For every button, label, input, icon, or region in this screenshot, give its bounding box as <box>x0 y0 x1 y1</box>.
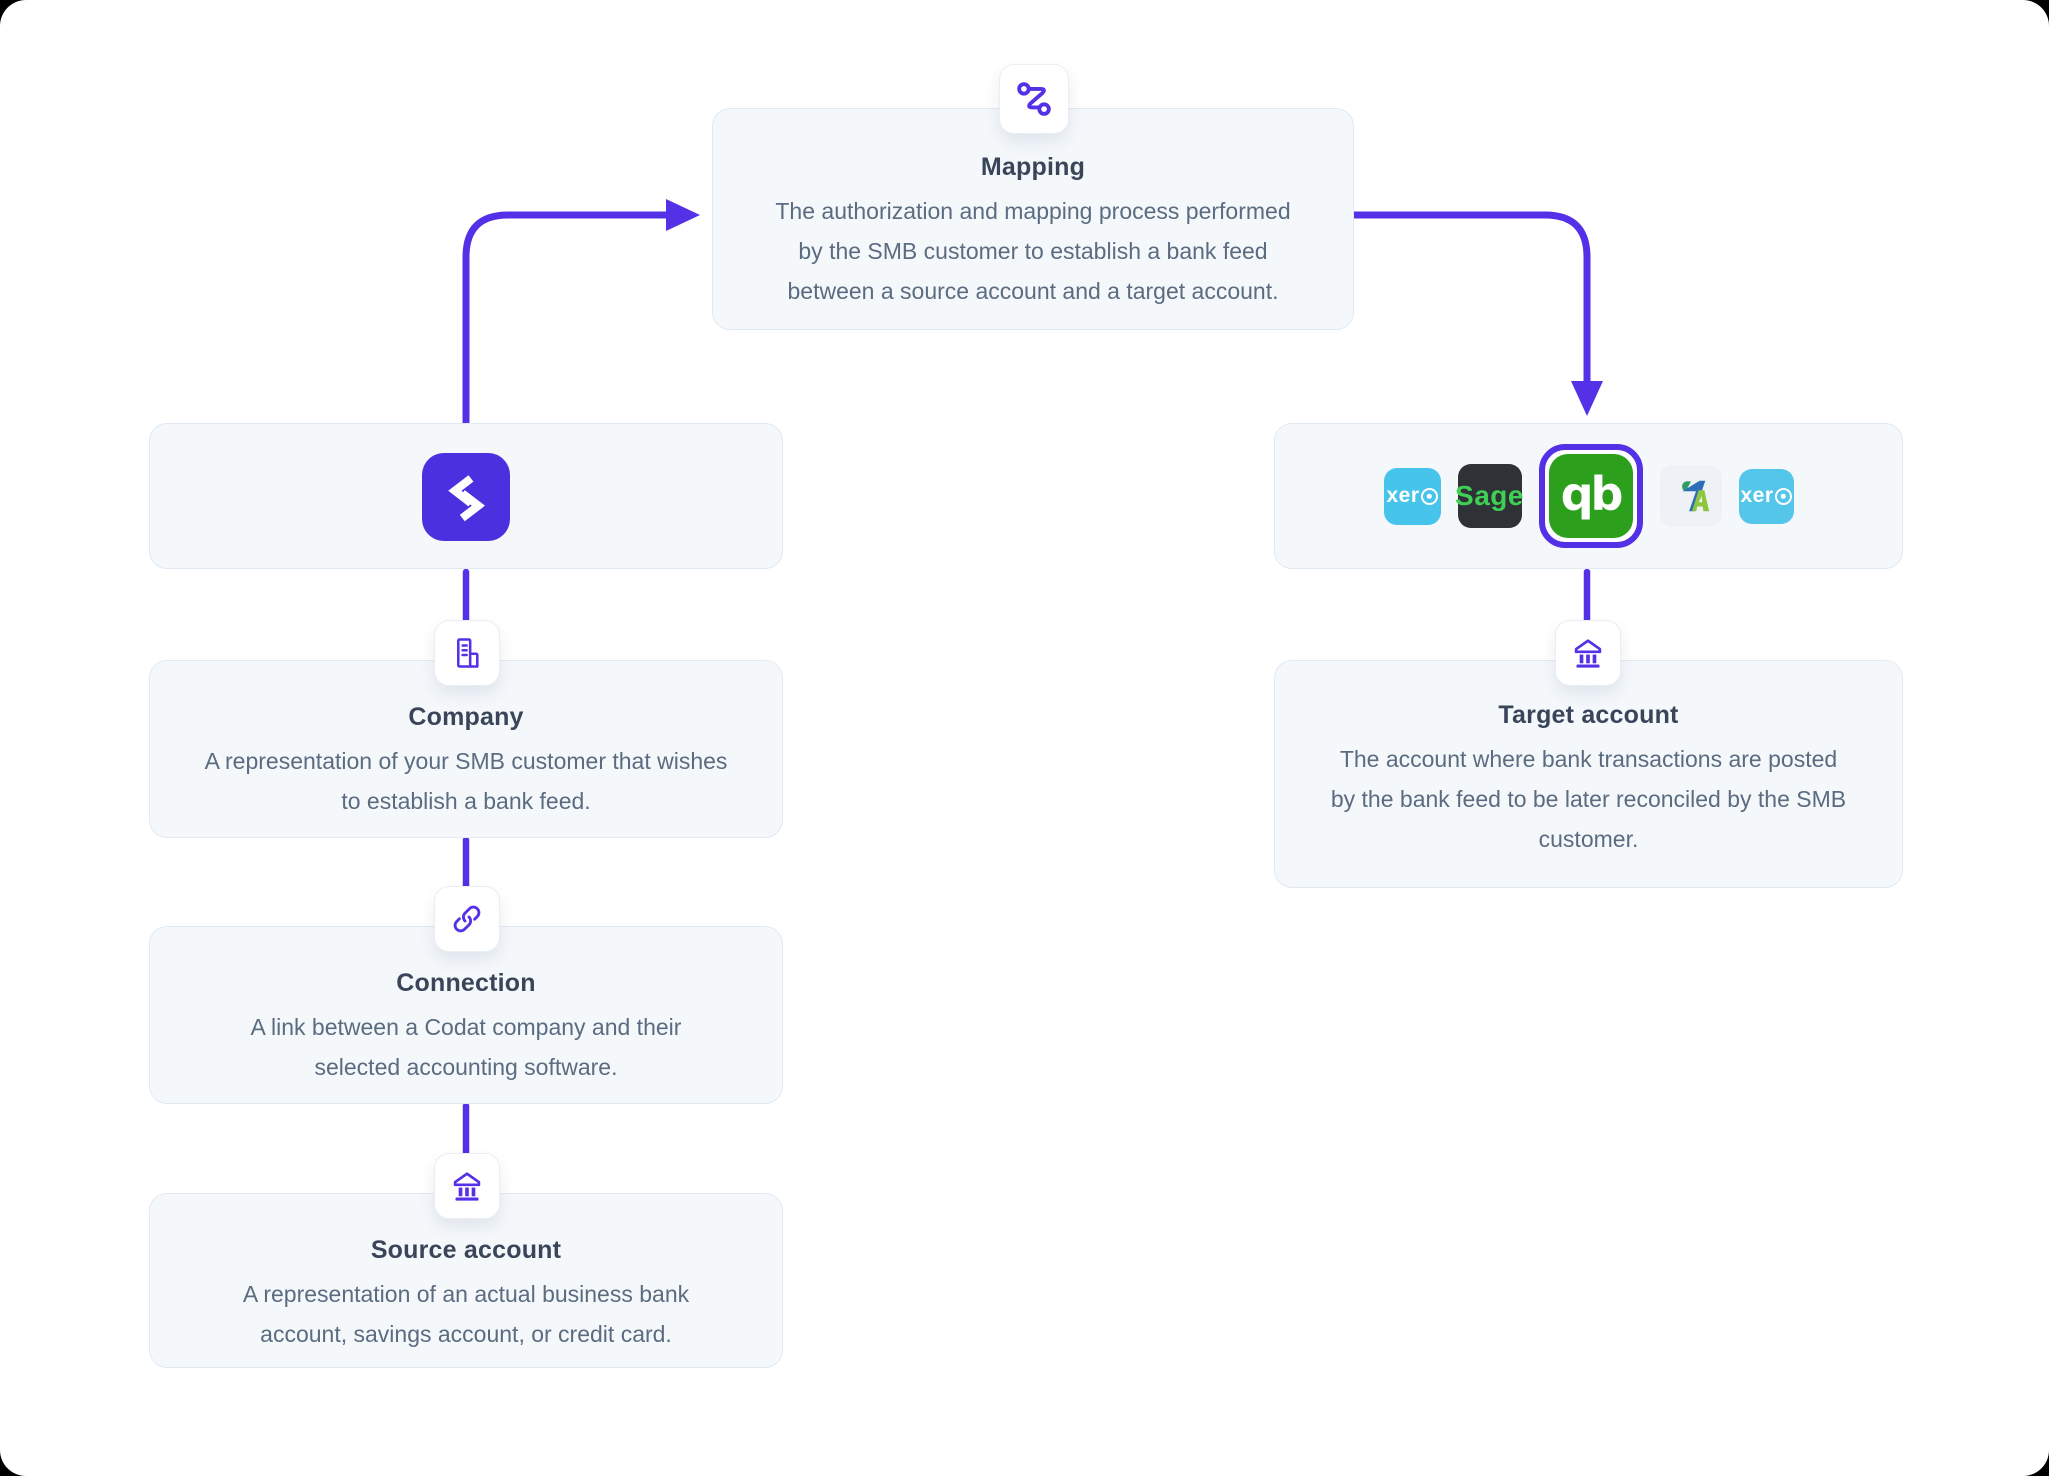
xero-wordmark: xer <box>1386 484 1438 508</box>
arrow-company-to-mapping <box>462 211 670 427</box>
mapping-node: Mapping The authorization and mapping pr… <box>712 108 1354 330</box>
xero-o-mark <box>1774 487 1792 505</box>
codat-logo <box>422 453 510 541</box>
link-icon <box>453 905 481 933</box>
target-account-badge <box>1555 620 1621 686</box>
arrow-heads <box>666 199 1603 416</box>
source-account-description: A representation of an actual business b… <box>242 1281 690 1347</box>
route-icon <box>1017 82 1051 116</box>
sage-wordmark: Sage <box>1455 480 1524 511</box>
company-badge <box>434 620 500 686</box>
source-account-title: Source account <box>370 1236 562 1264</box>
company-node: Company A representation of your SMB cus… <box>149 660 783 838</box>
arrowhead-down-icon <box>1571 381 1603 416</box>
xero-o-mark <box>1420 487 1438 505</box>
arrow-mapping-to-target <box>1350 211 1591 385</box>
company-description: A representation of your SMB customer th… <box>204 748 728 814</box>
target-account-node: Target account The account where bank tr… <box>1274 660 1903 888</box>
integration-logo-freeagent <box>1659 465 1722 527</box>
integration-logo-quickbooks-selected-ring: qb <box>1538 444 1643 548</box>
bank-icon <box>1574 639 1602 668</box>
bank-icon <box>453 1172 481 1201</box>
source-account-badge <box>434 1153 500 1219</box>
mapping-badge <box>999 64 1069 134</box>
company-title: Company <box>408 703 524 731</box>
integration-logo-xero: xer <box>1383 467 1441 525</box>
source-account-node: Source account A representation of an ac… <box>149 1193 783 1368</box>
arrow-paths <box>462 211 1591 427</box>
integrations-node: xer Sage qb xer <box>1274 423 1903 569</box>
freeagent-mark-icon <box>1681 480 1709 512</box>
connection-badge <box>434 886 500 952</box>
integration-logo-quickbooks: qb <box>1548 454 1633 538</box>
building-icon <box>457 638 479 668</box>
xero-wordmark: xer <box>1740 484 1792 508</box>
plain-connectors <box>462 568 1591 1158</box>
integration-logo-xero-2: xer <box>1738 468 1794 524</box>
target-account-description: The account where bank transactions are … <box>1330 746 1847 852</box>
quickbooks-qb-mark: qb <box>1560 467 1624 521</box>
mapping-title: Mapping <box>980 153 1086 181</box>
arrowhead-right-icon <box>666 199 700 231</box>
mapping-description: The authorization and mapping process pe… <box>775 198 1291 304</box>
connection-node: Connection A link between a Codat compan… <box>149 926 783 1104</box>
integration-logo-sage: Sage <box>1455 464 1524 528</box>
code-brackets-icon <box>448 475 486 522</box>
target-account-title: Target account <box>1498 701 1679 729</box>
connection-title: Connection <box>396 969 536 997</box>
connection-description: A link between a Codat company and their… <box>250 1014 682 1080</box>
